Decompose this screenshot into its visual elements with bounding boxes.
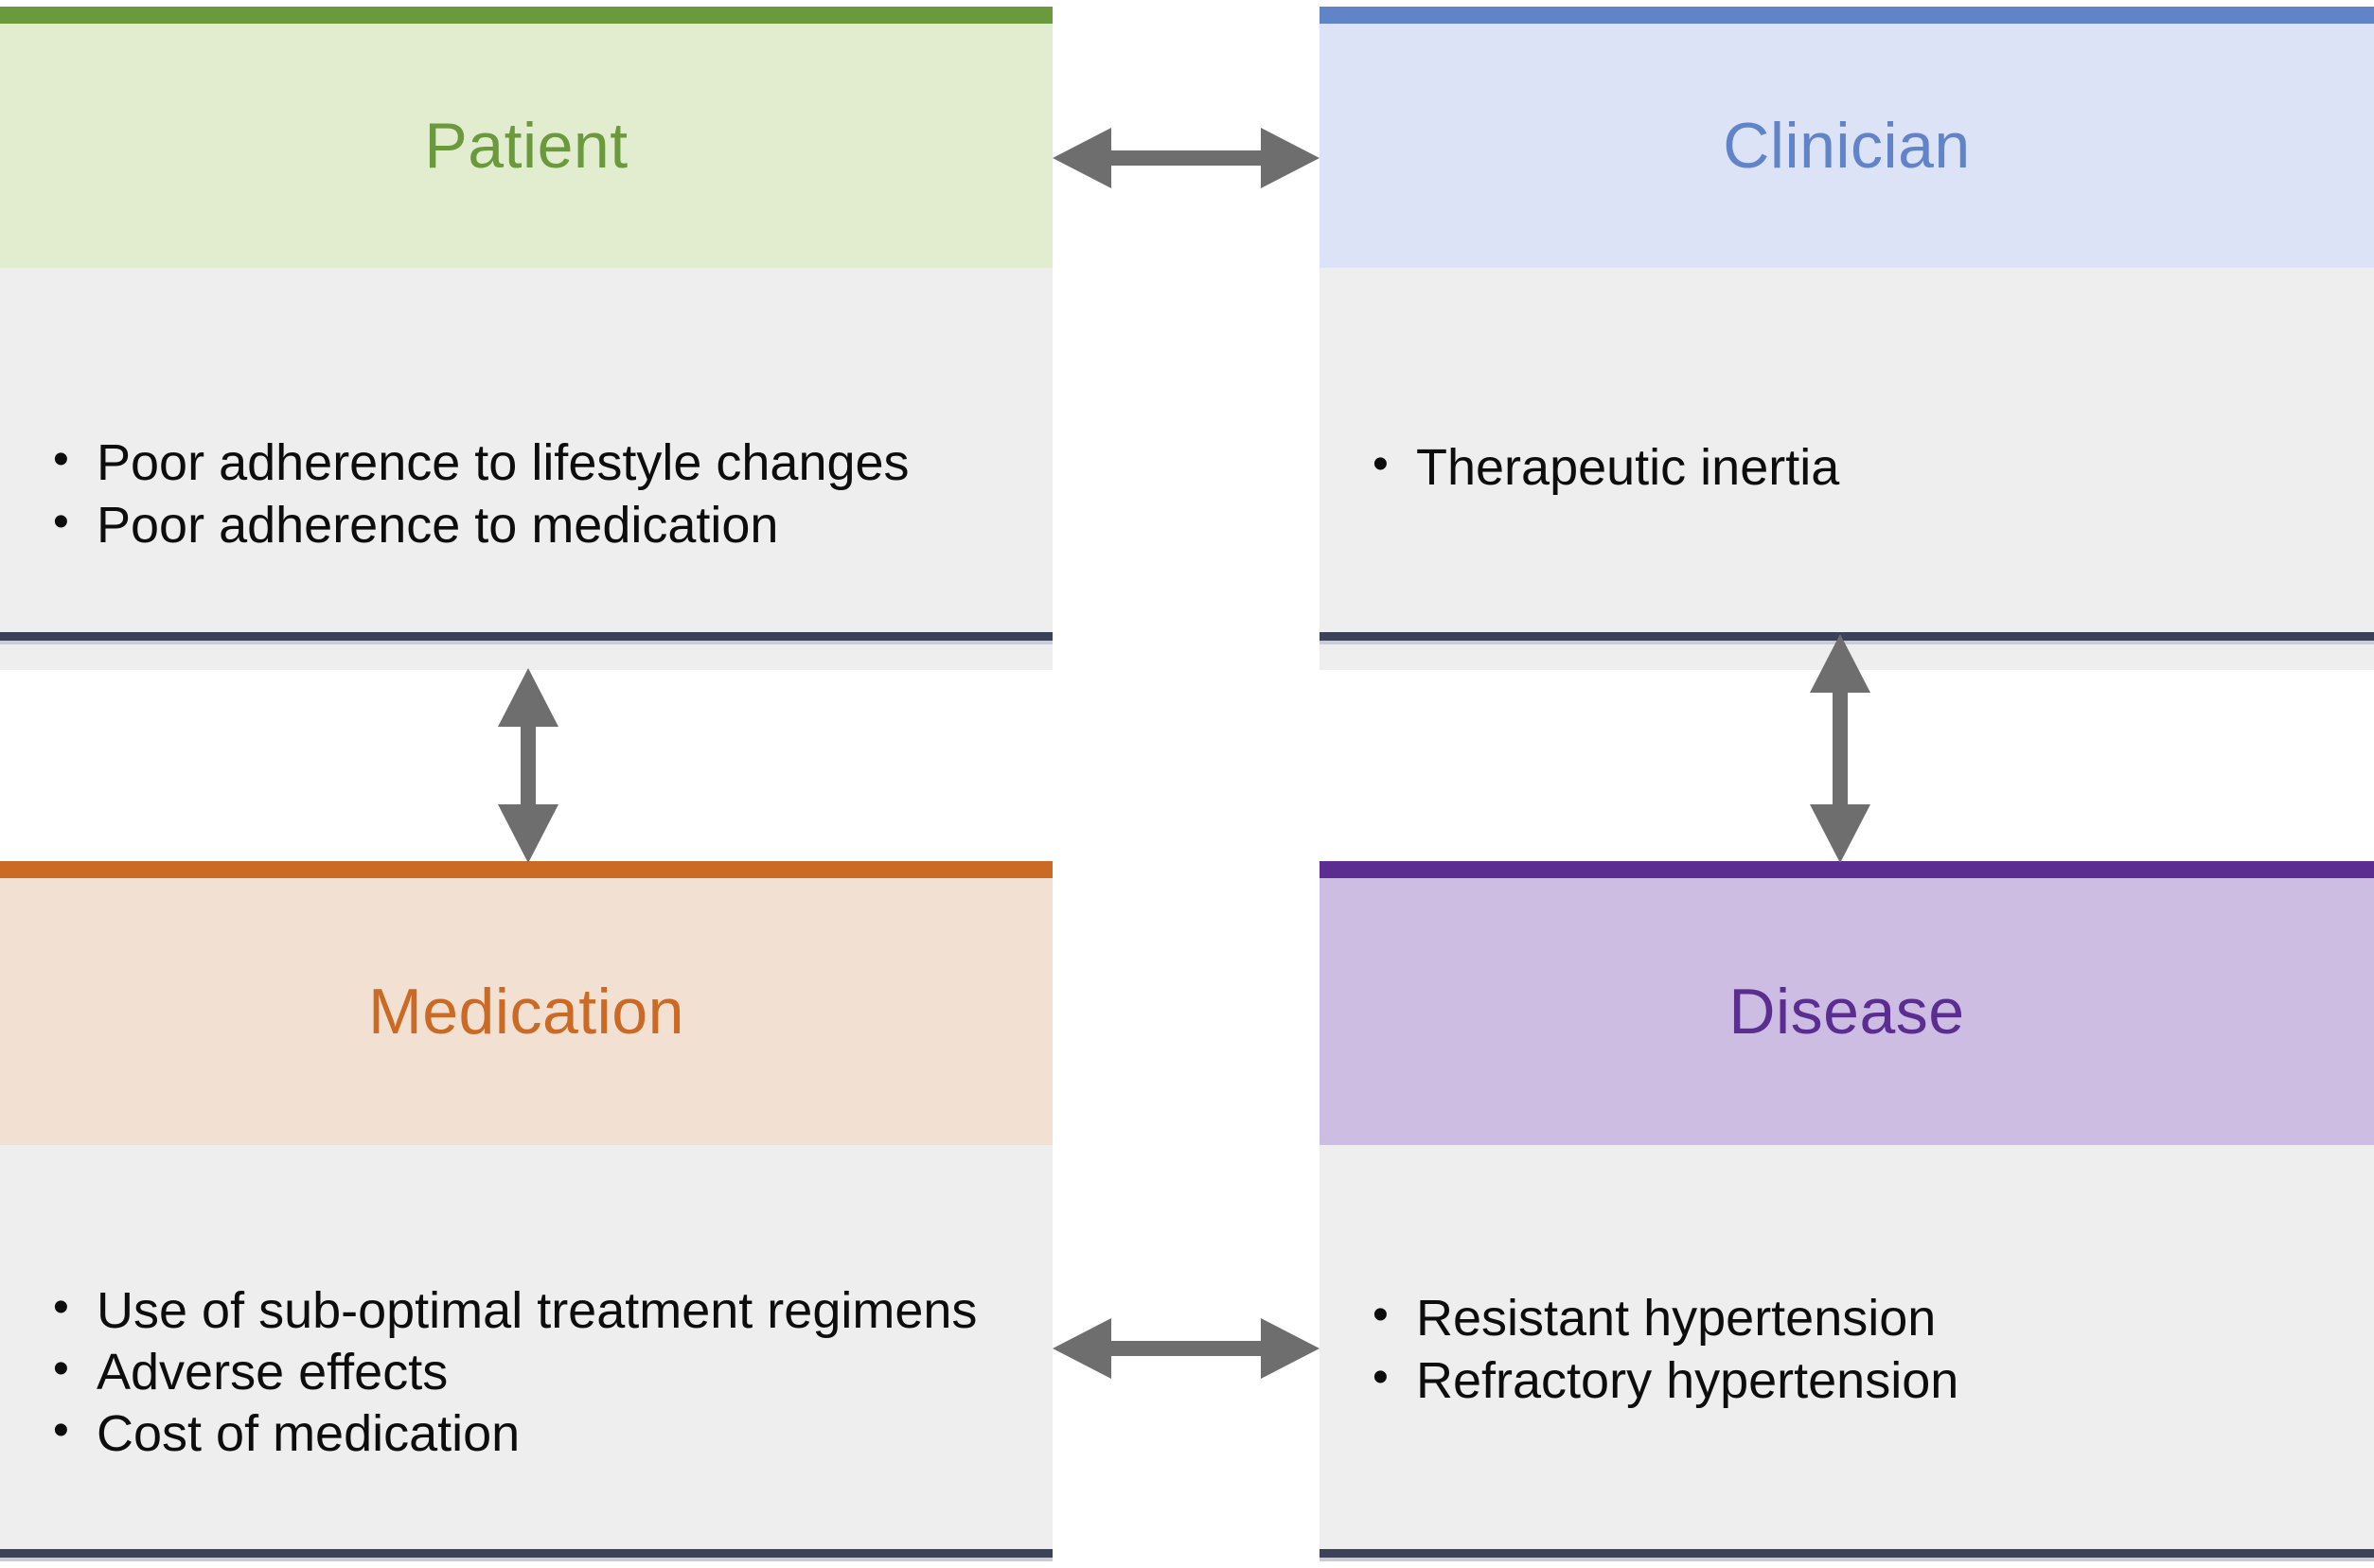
disease-bullet-list: • Resistant hypertension • Refractory hy… [1373,1289,2321,1412]
clinician-title-band: Clinician [1320,24,2374,268]
medication-accent-bar [0,861,1053,878]
connector-patient-clinician-arrow [1053,118,1320,198]
patient-bottom-rule [0,632,1053,641]
bullet-dot-icon: • [1373,1290,1389,1341]
bullet-dot-icon: • [53,434,69,485]
clinician-title: Clinician [1723,110,1971,182]
connector-patient-medication-arrow [488,668,568,863]
list-item: • Resistant hypertension [1373,1289,2321,1348]
bullet-dot-icon: • [53,1405,69,1456]
medication-bullet-list: • Use of sub-optimal treatment regimens … [53,1281,1000,1467]
medication-title: Medication [368,976,684,1048]
clinician-bottom-rule-shadow [1320,641,2374,644]
bullet-text: Poor adherence to medication [97,496,779,554]
patient-accent-bar [0,7,1053,24]
medication-title-band: Medication [0,878,1053,1145]
list-item: • Refractory hypertension [1373,1351,2321,1411]
bullet-text: Resistant hypertension [1416,1290,1937,1348]
disease-title: Disease [1728,976,1965,1048]
bullet-dot-icon: • [53,496,69,547]
clinician-bullet-list: • Therapeutic inertia [1373,438,2321,500]
connector-clinician-disease-arrow [1800,634,1880,863]
bullet-text: Cost of medication [97,1405,521,1463]
bullet-text: Refractory hypertension [1416,1351,1959,1409]
disease-bottom-rule-shadow [1320,1558,2374,1561]
connector-medication-disease-arrow [1053,1309,1320,1388]
bullet-dot-icon: • [53,1281,69,1332]
clinician-bottom-rule [1320,632,2374,641]
patient-title-band: Patient [0,24,1053,268]
patient-body: • Poor adherence to lifestyle changes • … [0,268,1053,670]
list-item: • Adverse effects [53,1343,1000,1402]
list-item: • Poor adherence to lifestyle changes [53,433,1000,493]
bullet-text: Adverse effects [97,1343,449,1401]
bullet-dot-icon: • [1373,438,1389,489]
list-item: • Use of sub-optimal treatment regimens [53,1281,1000,1341]
patient-bullet-list: • Poor adherence to lifestyle changes • … [53,433,1000,556]
bullet-text: Therapeutic inertia [1416,438,1840,496]
card-disease: Disease • Resistant hypertension • Refra… [1320,861,2374,1557]
disease-body: • Resistant hypertension • Refractory hy… [1320,1145,2374,1557]
card-patient: Patient • Poor adherence to lifestyle ch… [0,7,1053,670]
medication-body: • Use of sub-optimal treatment regimens … [0,1145,1053,1557]
bullet-dot-icon: • [53,1343,69,1394]
card-medication: Medication • Use of sub-optimal treatmen… [0,861,1053,1557]
list-item: • Therapeutic inertia [1373,438,2321,498]
bullet-dot-icon: • [1373,1351,1389,1402]
clinician-accent-bar [1320,7,2374,24]
card-clinician: Clinician • Therapeutic inertia [1320,7,2374,670]
list-item: • Poor adherence to medication [53,496,1000,555]
bullet-text: Use of sub-optimal treatment regimens [97,1281,978,1339]
disease-accent-bar [1320,861,2374,878]
patient-title: Patient [424,110,629,182]
medication-bottom-rule-shadow [0,1558,1053,1561]
medication-bottom-rule [0,1549,1053,1558]
disease-title-band: Disease [1320,878,2374,1145]
bullet-text: Poor adherence to lifestyle changes [97,434,910,492]
disease-bottom-rule [1320,1549,2374,1558]
clinician-body: • Therapeutic inertia [1320,268,2374,670]
patient-bottom-rule-shadow [0,641,1053,644]
list-item: • Cost of medication [53,1404,1000,1464]
